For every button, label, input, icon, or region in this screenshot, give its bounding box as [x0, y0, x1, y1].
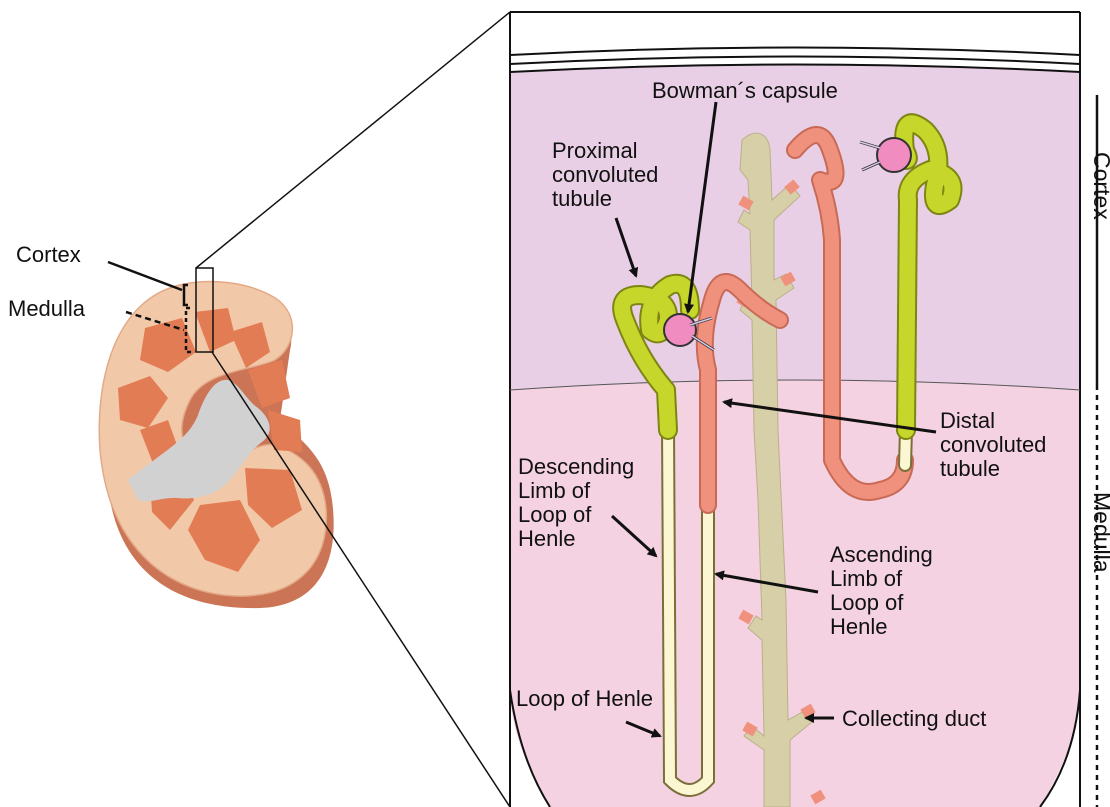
label-ascending-line: Loop of	[830, 590, 904, 615]
bowmans-capsule-right	[877, 138, 911, 172]
label-proximal-line: convoluted	[552, 162, 658, 187]
label-distal-line: convoluted	[940, 432, 1046, 457]
label-descending-line: Limb of	[518, 478, 591, 503]
label-descending-line: Henle	[518, 526, 575, 551]
label-distal-line: Distal	[940, 408, 995, 433]
cortex-pointer	[108, 262, 182, 290]
label-ascending-line: Ascending	[830, 542, 933, 567]
label-collecting-duct: Collecting duct	[842, 706, 986, 731]
label-loop-of-henle: Loop of Henle	[516, 686, 653, 711]
panel-top-white	[510, 12, 1080, 72]
zoom-line-top	[196, 12, 510, 268]
label-medulla-side: Medulla	[1089, 492, 1110, 573]
bowmans-capsule-left	[664, 314, 696, 346]
label-descending-line: Loop of	[518, 502, 592, 527]
label-cortex-left: Cortex	[16, 242, 81, 267]
label-cortex-side: Cortex	[1089, 152, 1110, 220]
label-proximal-line: Proximal	[552, 138, 638, 163]
cortex-region	[510, 64, 1080, 391]
label-medulla-left: Medulla	[8, 296, 86, 321]
label-descending-line: Descending	[518, 454, 634, 479]
kidney-cross-section	[99, 262, 333, 608]
label-distal-line: tubule	[940, 456, 1000, 481]
label-bowmans-capsule: Bowman´s capsule	[652, 78, 838, 103]
label-proximal-line: tubule	[552, 186, 612, 211]
label-ascending-line: Henle	[830, 614, 887, 639]
label-ascending-line: Limb of	[830, 566, 903, 591]
